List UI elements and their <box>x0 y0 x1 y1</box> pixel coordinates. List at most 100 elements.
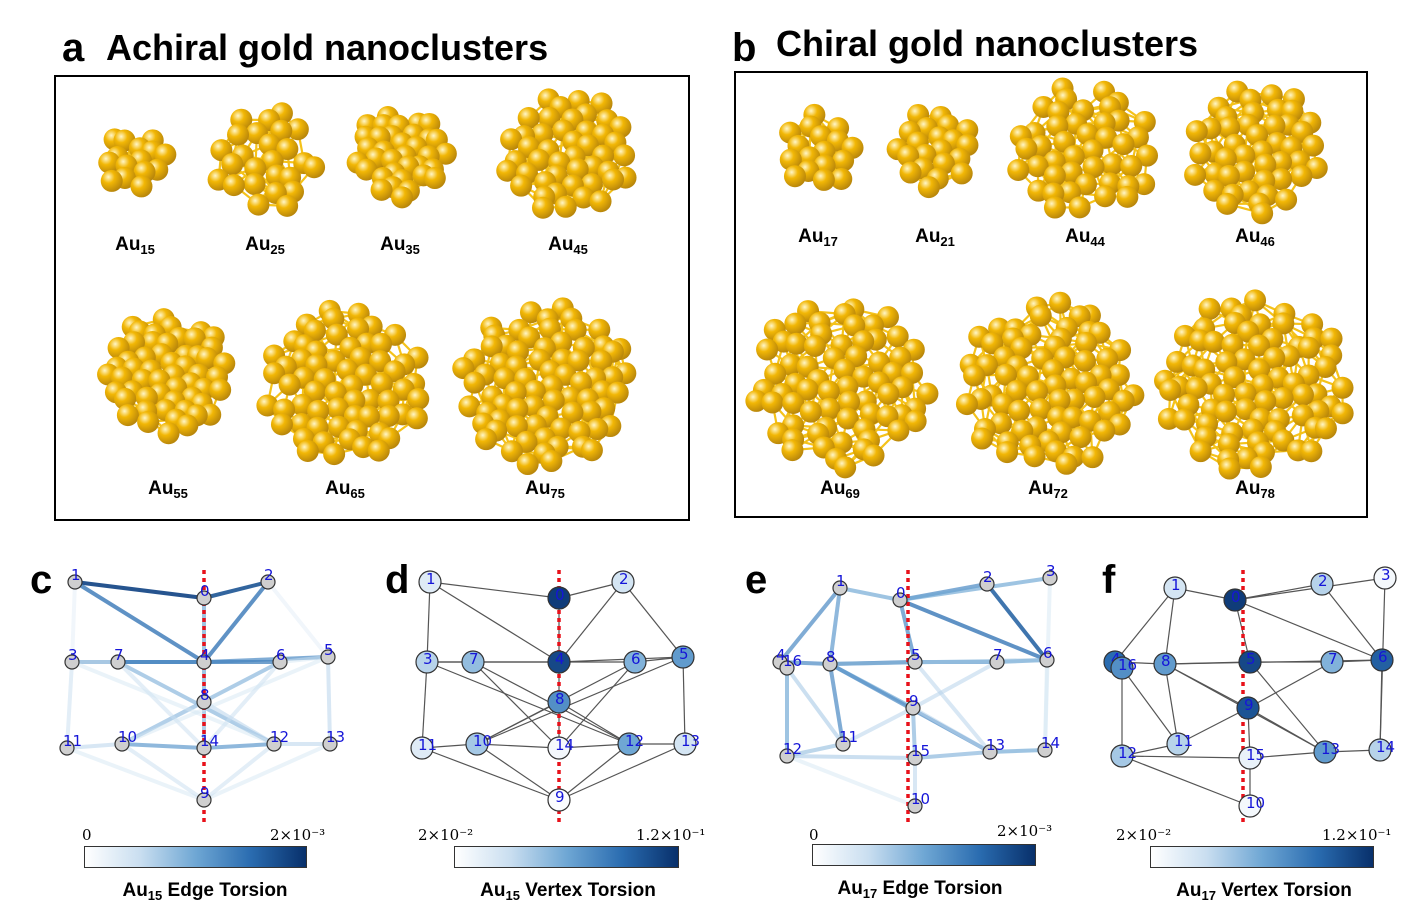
gold-atom <box>370 372 393 395</box>
node-5 <box>907 654 923 670</box>
node-3 <box>1042 570 1058 586</box>
node-7 <box>989 654 1005 670</box>
gold-atom <box>1029 304 1052 327</box>
gold-atom <box>1185 120 1208 143</box>
edge-6-5 <box>279 655 329 664</box>
gold-atom <box>296 439 319 462</box>
node-12 <box>266 736 282 752</box>
gold-atom <box>779 148 802 171</box>
panel-b-frame <box>734 71 1368 518</box>
node-label-15: 15 <box>911 742 930 760</box>
edge-5-10 <box>121 655 329 746</box>
node-label-16: 16 <box>1118 656 1137 674</box>
node-label-13: 13 <box>681 732 700 750</box>
node-label-7: 7 <box>1328 650 1338 668</box>
au72-cluster-image <box>955 291 1145 475</box>
gold-atom <box>1249 455 1272 478</box>
gold-atom <box>221 153 244 176</box>
gold-atom <box>818 397 841 420</box>
gold-atom <box>407 388 430 411</box>
gold-atom <box>836 407 859 430</box>
edge-1-4 <box>1114 587 1176 663</box>
colorbar-d-max: 1.2×10⁻¹ <box>636 826 706 844</box>
gold-atom <box>1189 142 1212 165</box>
panel-a-title: Achiral gold nanoclusters <box>106 27 549 68</box>
gold-atom <box>1272 312 1295 335</box>
node-label-10: 10 <box>473 732 492 750</box>
gold-atom <box>1275 188 1298 211</box>
node-9 <box>905 700 921 716</box>
gold-atom <box>1068 196 1091 219</box>
node-label-4: 4 <box>776 646 786 664</box>
au78-label: Au78 <box>1235 478 1275 501</box>
edge-3-1 <box>426 581 431 663</box>
colorbar-f-title: Au17 Vertex Torsion <box>1176 880 1352 903</box>
node-6 <box>1039 652 1055 668</box>
au21-cluster-image <box>886 103 979 199</box>
gold-atom <box>785 332 808 355</box>
node-11 <box>410 736 434 760</box>
node-label-7: 7 <box>469 650 479 668</box>
edge-8-6 <box>1164 659 1383 665</box>
colorbar-c-title: Au15 Edge Torsion <box>122 880 288 903</box>
edge-8-11 <box>828 663 845 745</box>
gold-atom <box>263 362 286 385</box>
gold-atom <box>832 149 855 172</box>
edge-10-9 <box>120 742 206 802</box>
gold-atom <box>897 144 920 167</box>
gold-atom <box>1026 380 1049 403</box>
edge-16-11 <box>1121 667 1179 745</box>
node-12 <box>617 732 641 756</box>
gold-atom <box>971 427 994 450</box>
node-13 <box>1313 740 1337 764</box>
node-0 <box>892 592 908 608</box>
au75-label: Au75 <box>525 478 565 501</box>
node-7 <box>461 650 485 674</box>
node-8 <box>822 656 838 672</box>
edge-0-3 <box>899 576 1051 602</box>
node-15 <box>907 750 923 766</box>
gold-atom <box>227 123 250 146</box>
edge-5-13 <box>1249 661 1326 753</box>
gold-atom <box>1213 383 1236 406</box>
node-8 <box>1153 652 1177 676</box>
node-4 <box>547 650 571 674</box>
edge-1-0 <box>839 586 901 602</box>
node-label-9: 9 <box>555 788 565 806</box>
gold-atom <box>222 174 245 197</box>
node-12 <box>1110 744 1134 768</box>
gold-atom <box>1005 380 1028 403</box>
edge-8-10 <box>121 700 205 746</box>
gold-atom <box>1271 387 1294 410</box>
node-7 <box>1320 650 1344 674</box>
gold-atom <box>1254 390 1277 413</box>
node-11 <box>59 740 75 756</box>
colorbar-f-max: 1.2×10⁻¹ <box>1322 826 1392 844</box>
panel-letter-f: f <box>1102 558 1116 602</box>
gold-atom <box>613 144 636 167</box>
gold-atom <box>1043 164 1066 187</box>
au46-label: Au46 <box>1235 226 1275 249</box>
au78-cluster-image <box>1154 289 1354 480</box>
node-label-12: 12 <box>783 740 802 758</box>
node-label-0: 0 <box>555 586 565 604</box>
gold-atom <box>1073 350 1096 373</box>
node-1 <box>832 580 848 596</box>
gold-atom <box>783 165 806 188</box>
gold-atom <box>761 391 784 414</box>
node-6 <box>623 650 647 674</box>
gold-atom <box>114 387 137 410</box>
gold-atom <box>579 400 602 423</box>
panel-letter-b: b <box>732 26 757 70</box>
gold-atom <box>784 312 807 335</box>
au75-cluster-image <box>452 297 637 476</box>
edge-5-2 <box>266 580 330 659</box>
gold-atom <box>1101 153 1124 176</box>
node-1 <box>418 570 442 594</box>
edge-11-12 <box>786 742 844 758</box>
node-label-6: 6 <box>1043 644 1053 662</box>
gold-atom <box>1189 440 1212 463</box>
node-label-7: 7 <box>114 646 124 664</box>
gold-atom <box>405 407 428 430</box>
gold-atom <box>834 456 857 479</box>
